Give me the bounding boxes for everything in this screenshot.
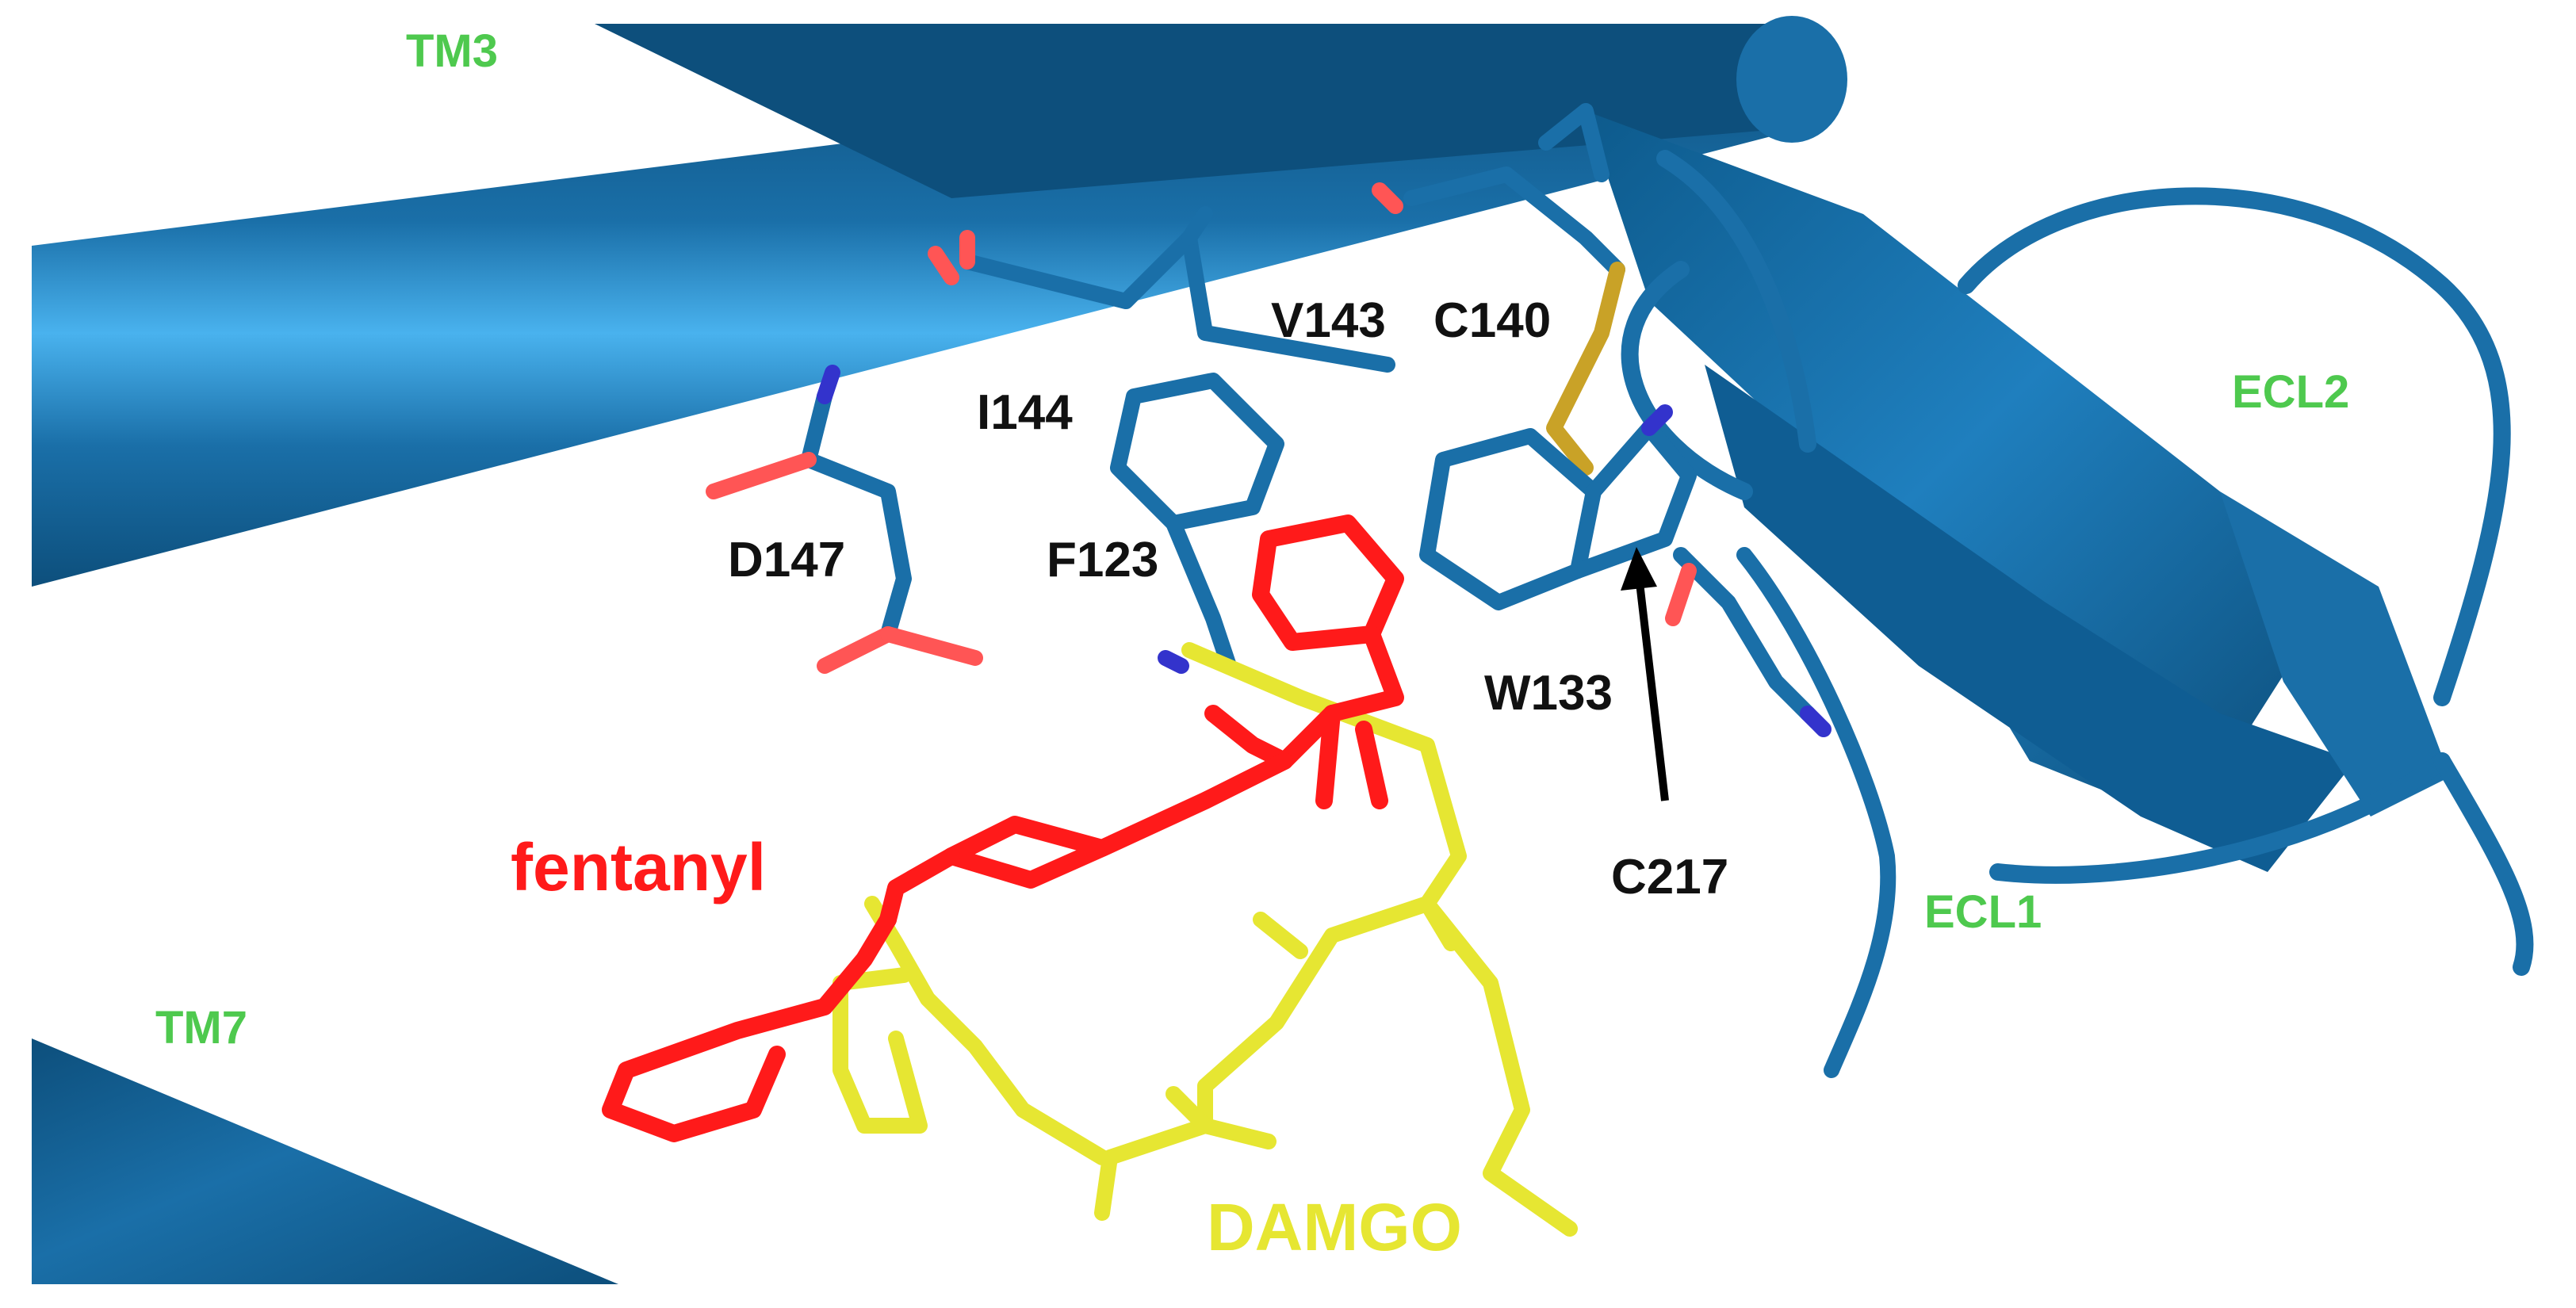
tm3-helix	[32, 16, 1847, 587]
fentanyl-label: fentanyl	[511, 830, 767, 905]
ecl1-loop	[1736, 547, 1897, 1078]
c217-arrow	[1621, 547, 1669, 801]
tm3-label: TM3	[406, 25, 498, 77]
c217-label: C217	[1611, 850, 1729, 905]
tm7-helix	[32, 1038, 618, 1284]
i144-label: I144	[977, 385, 1073, 440]
ecl2-loop	[1621, 150, 2534, 976]
damgo-ligand	[833, 642, 1578, 1237]
protein-residue-sticks	[706, 103, 1832, 737]
tm7-label: TM7	[155, 1002, 247, 1054]
v143-label: V143	[1271, 293, 1386, 348]
ecl2-label: ECL2	[2232, 366, 2350, 418]
w133-label: W133	[1484, 666, 1613, 721]
fentanyl-ligand	[602, 514, 1404, 1142]
damgo-label: DAMGO	[1207, 1190, 1462, 1264]
d147-label: D147	[728, 533, 846, 587]
ecl1-label: ECL1	[1924, 886, 2042, 938]
c140-label: C140	[1433, 293, 1552, 348]
f123-label: F123	[1047, 533, 1159, 587]
